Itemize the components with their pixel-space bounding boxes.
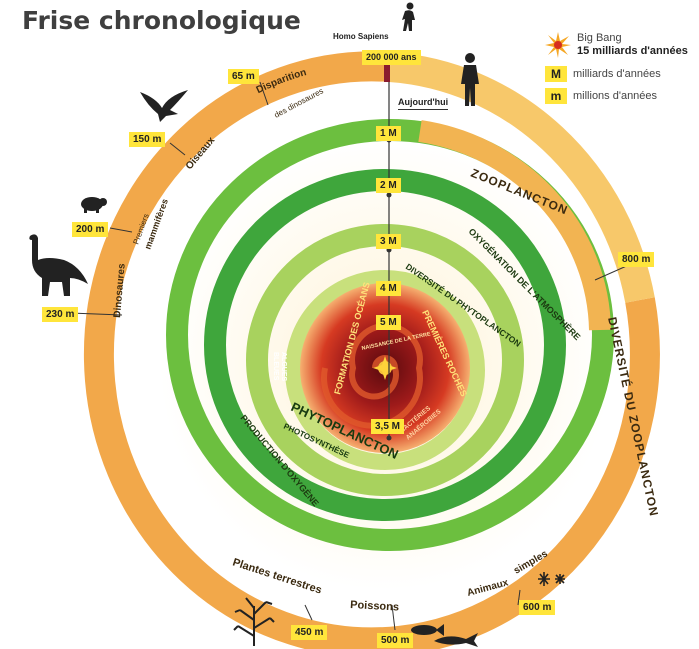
human-icon bbox=[455, 52, 485, 108]
label-algues: ALGUES bbox=[280, 352, 287, 382]
small-mammal-icon bbox=[78, 193, 108, 213]
fish-icon bbox=[432, 631, 480, 649]
tag-800m: 800 m bbox=[618, 252, 654, 267]
dinosaur-icon bbox=[22, 232, 90, 298]
fern-plant-icon bbox=[232, 596, 276, 646]
tag-3M: 3 M bbox=[376, 234, 401, 249]
tag-2M: 2 M bbox=[376, 178, 401, 193]
tag-230m: 230 m bbox=[42, 307, 78, 322]
human-icon bbox=[398, 2, 420, 32]
tag-600m: 600 m bbox=[519, 600, 555, 615]
tag-5M: 5 M bbox=[376, 315, 401, 330]
label-aujourdhui: Aujourd'hui bbox=[398, 96, 448, 110]
simple-animals-icon bbox=[538, 570, 568, 588]
tag-4M: 4 M bbox=[376, 281, 401, 296]
label-poissons: Poissons bbox=[350, 599, 399, 614]
label-homo-sapiens: Homo Sapiens bbox=[333, 30, 389, 43]
tag-65m: 65 m bbox=[228, 69, 259, 84]
tag-450m: 450 m bbox=[291, 625, 327, 640]
bird-icon bbox=[138, 88, 190, 124]
tag-200000-ans: 200 000 ans bbox=[362, 50, 421, 65]
label-bleues: BLEUES bbox=[272, 352, 279, 381]
tag-1M: 1 M bbox=[376, 126, 401, 141]
tag-150m: 150 m bbox=[129, 132, 165, 147]
tag-3-5M: 3,5 M bbox=[371, 419, 404, 434]
